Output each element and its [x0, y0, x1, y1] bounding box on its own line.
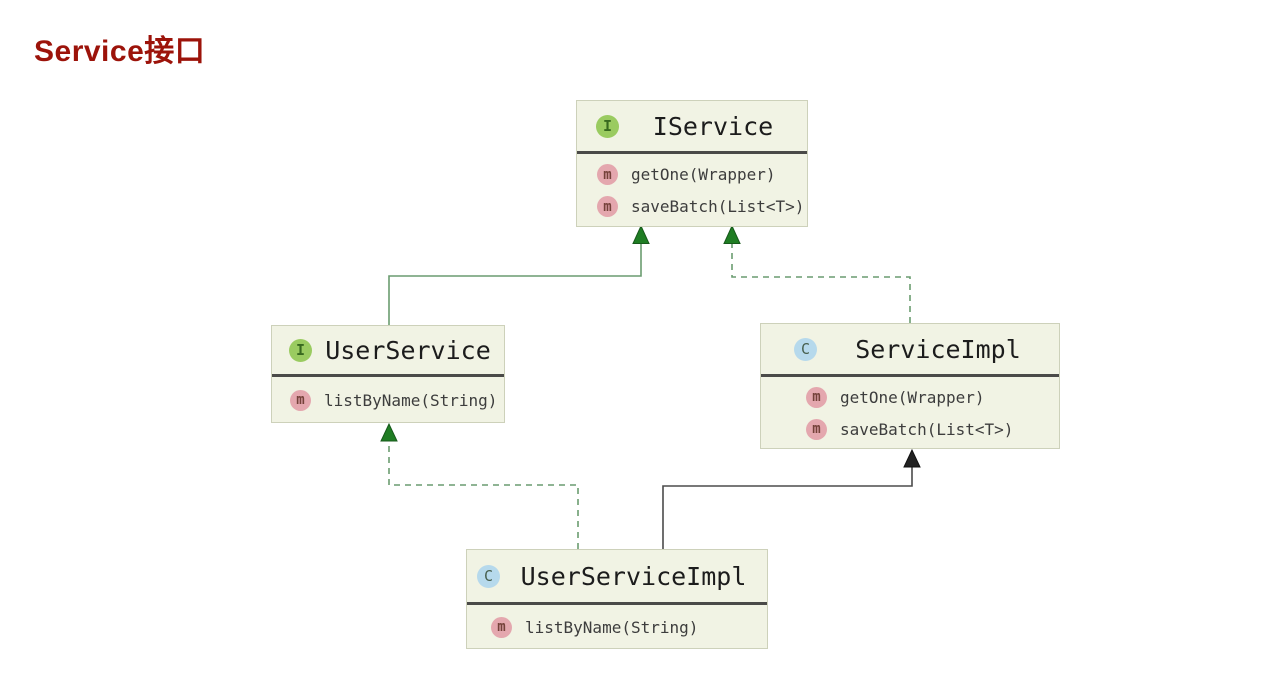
arrowhead-userserviceimpl-implements-userservice — [380, 422, 398, 442]
node-userserviceimpl-methods: m listByName(String) — [467, 605, 767, 649]
edge-userserviceimpl-extends-serviceimpl — [662, 467, 913, 549]
node-iservice-header: I IService — [577, 101, 807, 151]
method-icon: m — [491, 616, 512, 638]
class-icon: C — [794, 337, 817, 361]
header-separator — [577, 151, 807, 154]
header-separator — [761, 374, 1059, 377]
node-userserviceimpl-header: C UserServiceImpl — [467, 550, 767, 602]
page-title: Service接口 — [34, 35, 206, 68]
method-label: getOne(Wrapper) — [840, 387, 985, 407]
header-separator — [272, 374, 504, 377]
node-serviceimpl[interactable]: C ServiceImpl m getOne(Wrapper) m saveBa… — [760, 323, 1060, 449]
node-userservice-title: UserService — [325, 335, 491, 365]
method-label: saveBatch(List<T>) — [840, 419, 1014, 439]
node-serviceimpl-methods: m getOne(Wrapper) m saveBatch(List<T>) — [761, 377, 1059, 449]
method-icon: m — [597, 164, 618, 185]
edge-userservice-extends-iservice — [388, 244, 642, 325]
method-icon: m — [806, 418, 827, 440]
method-icon: m — [597, 196, 618, 217]
node-userserviceimpl[interactable]: C UserServiceImpl m listByName(String) — [466, 549, 768, 649]
method-icon: m — [806, 386, 827, 408]
method-row: m getOne(Wrapper) — [597, 159, 807, 191]
arrowhead-userserviceimpl-extends-serviceimpl — [903, 448, 921, 468]
header-separator — [467, 602, 767, 605]
class-icon: C — [477, 564, 500, 588]
method-row: m listByName(String) — [491, 611, 767, 643]
method-icon: m — [290, 389, 311, 411]
method-row: m listByName(String) — [290, 384, 504, 416]
method-label: listByName(String) — [324, 390, 498, 410]
node-iservice-methods: m getOne(Wrapper) m saveBatch(List<T>) — [577, 154, 807, 227]
method-label: saveBatch(List<T>) — [631, 197, 805, 216]
method-row: m saveBatch(List<T>) — [597, 191, 807, 223]
arrowhead-userservice-extends-iservice — [632, 224, 650, 244]
method-label: listByName(String) — [525, 617, 699, 637]
node-userservice[interactable]: I UserService m listByName(String) — [271, 325, 505, 423]
node-serviceimpl-title: ServiceImpl — [855, 334, 1021, 364]
method-row: m getOne(Wrapper) — [806, 381, 1059, 413]
method-label: getOne(Wrapper) — [631, 165, 776, 184]
arrowhead-serviceimpl-implements-iservice — [723, 224, 741, 244]
interface-icon: I — [289, 338, 312, 362]
edge-serviceimpl-implements-iservice — [731, 244, 911, 323]
node-iservice-title: IService — [652, 111, 774, 141]
node-userserviceimpl-title: UserServiceImpl — [520, 561, 747, 591]
node-userservice-methods: m listByName(String) — [272, 377, 504, 423]
interface-icon: I — [596, 114, 619, 138]
node-userservice-header: I UserService — [272, 326, 504, 374]
node-iservice[interactable]: I IService m getOne(Wrapper) m saveBatch… — [576, 100, 808, 227]
method-row: m saveBatch(List<T>) — [806, 413, 1059, 445]
edge-userserviceimpl-implements-userservice — [388, 441, 579, 549]
node-serviceimpl-header: C ServiceImpl — [761, 324, 1059, 374]
